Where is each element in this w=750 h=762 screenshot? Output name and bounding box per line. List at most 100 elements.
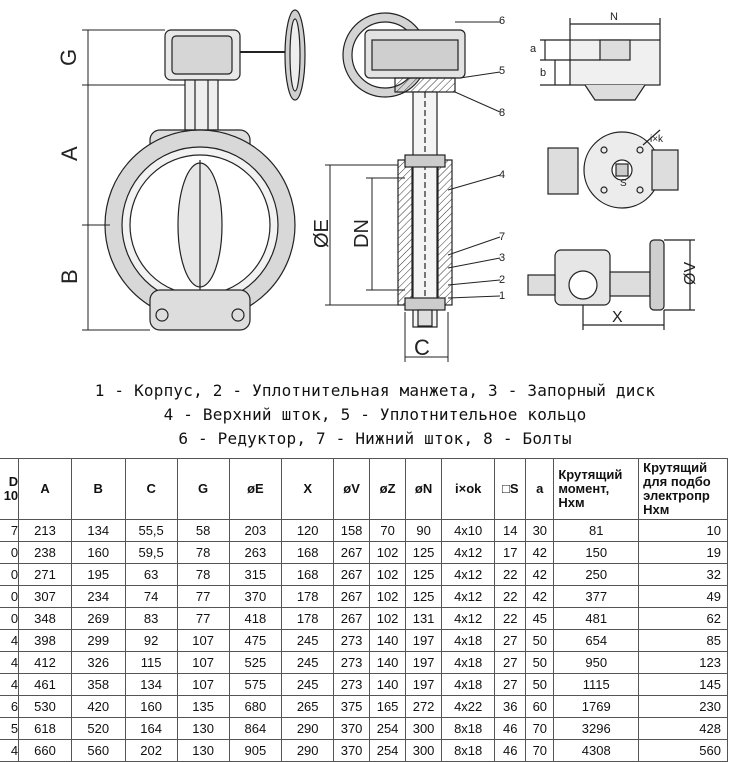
table-cell: 17 [494, 541, 527, 564]
table-cell: 107 [176, 651, 230, 674]
table-cell: 0 [0, 607, 20, 630]
table-cell: 398 [18, 629, 72, 652]
table-cell: 4x18 [441, 629, 496, 652]
table-cell: 160 [70, 541, 126, 564]
table-cell: 158 [333, 519, 371, 542]
table-cell: 70 [525, 717, 555, 740]
table-cell: 273 [333, 629, 371, 652]
front-dimensions [82, 29, 185, 331]
dim-g-label: G [56, 49, 81, 66]
table-cell: 134 [124, 673, 178, 696]
table-cell: 165 [369, 695, 407, 718]
callout-7: 7 [499, 231, 505, 243]
table-cell: 59,5 [124, 541, 178, 564]
table-cell: 85 [638, 629, 728, 652]
dim-s-label: S [620, 178, 627, 189]
table-cell: 0 [0, 585, 20, 608]
table-cell: 273 [333, 673, 371, 696]
dim-x-label: X [612, 309, 623, 326]
table-cell: 265 [281, 695, 335, 718]
table-cell: 4x12 [441, 541, 496, 564]
table-cell: 140 [369, 673, 407, 696]
table-cell: 27 [494, 629, 527, 652]
table-cell: 300 [405, 717, 443, 740]
table-cell: 267 [333, 607, 371, 630]
table-cell: 10 [638, 519, 728, 542]
table-cell: 60 [525, 695, 555, 718]
table-cell: 428 [638, 717, 728, 740]
table-header-cell: X [281, 458, 335, 520]
table-cell: 42 [525, 585, 555, 608]
table-cell: 130 [176, 717, 230, 740]
table-cell: 300 [405, 739, 443, 762]
table-cell: 370 [228, 585, 283, 608]
table-cell: 135 [176, 695, 230, 718]
callout-8: 8 [499, 107, 505, 119]
dim-n-label: N [610, 11, 618, 23]
table-cell: 197 [405, 673, 443, 696]
table-cell: 905 [228, 739, 283, 762]
table-header-cell: Крутящий для подбо электропр Нхм [638, 458, 728, 520]
table-cell: 680 [228, 695, 283, 718]
table-cell: 22 [494, 607, 527, 630]
table-header-cell: øN [405, 458, 443, 520]
table-cell: 140 [369, 651, 407, 674]
table-cell: 22 [494, 585, 527, 608]
table-cell: 6 [0, 695, 20, 718]
table-cell: 145 [638, 673, 728, 696]
table-cell: 8x18 [441, 739, 496, 762]
table-cell: 4 [0, 673, 20, 696]
table-cell: 90 [405, 519, 443, 542]
table-cell: 0 [0, 541, 20, 564]
table-cell: 203 [228, 519, 283, 542]
table-cell: 230 [638, 695, 728, 718]
table-cell: 4x22 [441, 695, 496, 718]
table-cell: 1115 [553, 673, 640, 696]
table-cell: 272 [405, 695, 443, 718]
table-cell: 50 [525, 629, 555, 652]
table-cell: 4x12 [441, 607, 496, 630]
table-cell: 14 [494, 519, 527, 542]
table-cell: 864 [228, 717, 283, 740]
flange-detail [540, 18, 661, 101]
table-cell: 178 [281, 585, 335, 608]
table-header-cell: D 10 [0, 458, 20, 520]
callout-4: 4 [499, 169, 505, 181]
table-cell: 5 [0, 717, 20, 740]
dim-b-small-label: b [540, 67, 546, 79]
table-cell: 7 [0, 519, 20, 542]
callout-5: 5 [499, 65, 505, 77]
table-cell: 130 [176, 739, 230, 762]
valve-technical-drawing: G A B ØE DN C [56, 9, 699, 362]
table-cell: 168 [281, 541, 335, 564]
callout-2: 2 [499, 274, 505, 286]
section-dimensions [325, 164, 449, 362]
table-cell: 375 [333, 695, 371, 718]
table-cell: 42 [525, 541, 555, 564]
callout-6: 6 [499, 15, 505, 27]
table-cell: 254 [369, 717, 407, 740]
table-cell: 4x12 [441, 563, 496, 586]
table-cell: 45 [525, 607, 555, 630]
table-cell: 30 [525, 519, 555, 542]
table-cell: 4x18 [441, 651, 496, 674]
table-cell: 0 [0, 563, 20, 586]
dim-ixk-label: i×k [650, 134, 664, 145]
legend-line-2: 4 - Верхний шток, 5 - Уплотнительное кол… [163, 405, 587, 424]
table-cell: 131 [405, 607, 443, 630]
table-cell: 74 [124, 585, 178, 608]
table-cell: 4 [0, 651, 20, 674]
table-cell: 81 [553, 519, 640, 542]
table-cell: 273 [333, 651, 371, 674]
table-header-cell: øV [333, 458, 371, 520]
table-header-cell: a [525, 458, 555, 520]
table-cell: 195 [70, 563, 126, 586]
table-cell: 125 [405, 563, 443, 586]
table-cell: 70 [369, 519, 407, 542]
table-cell: 78 [176, 563, 230, 586]
dim-v-label: ØV [682, 262, 699, 285]
table-cell: 4x18 [441, 673, 496, 696]
